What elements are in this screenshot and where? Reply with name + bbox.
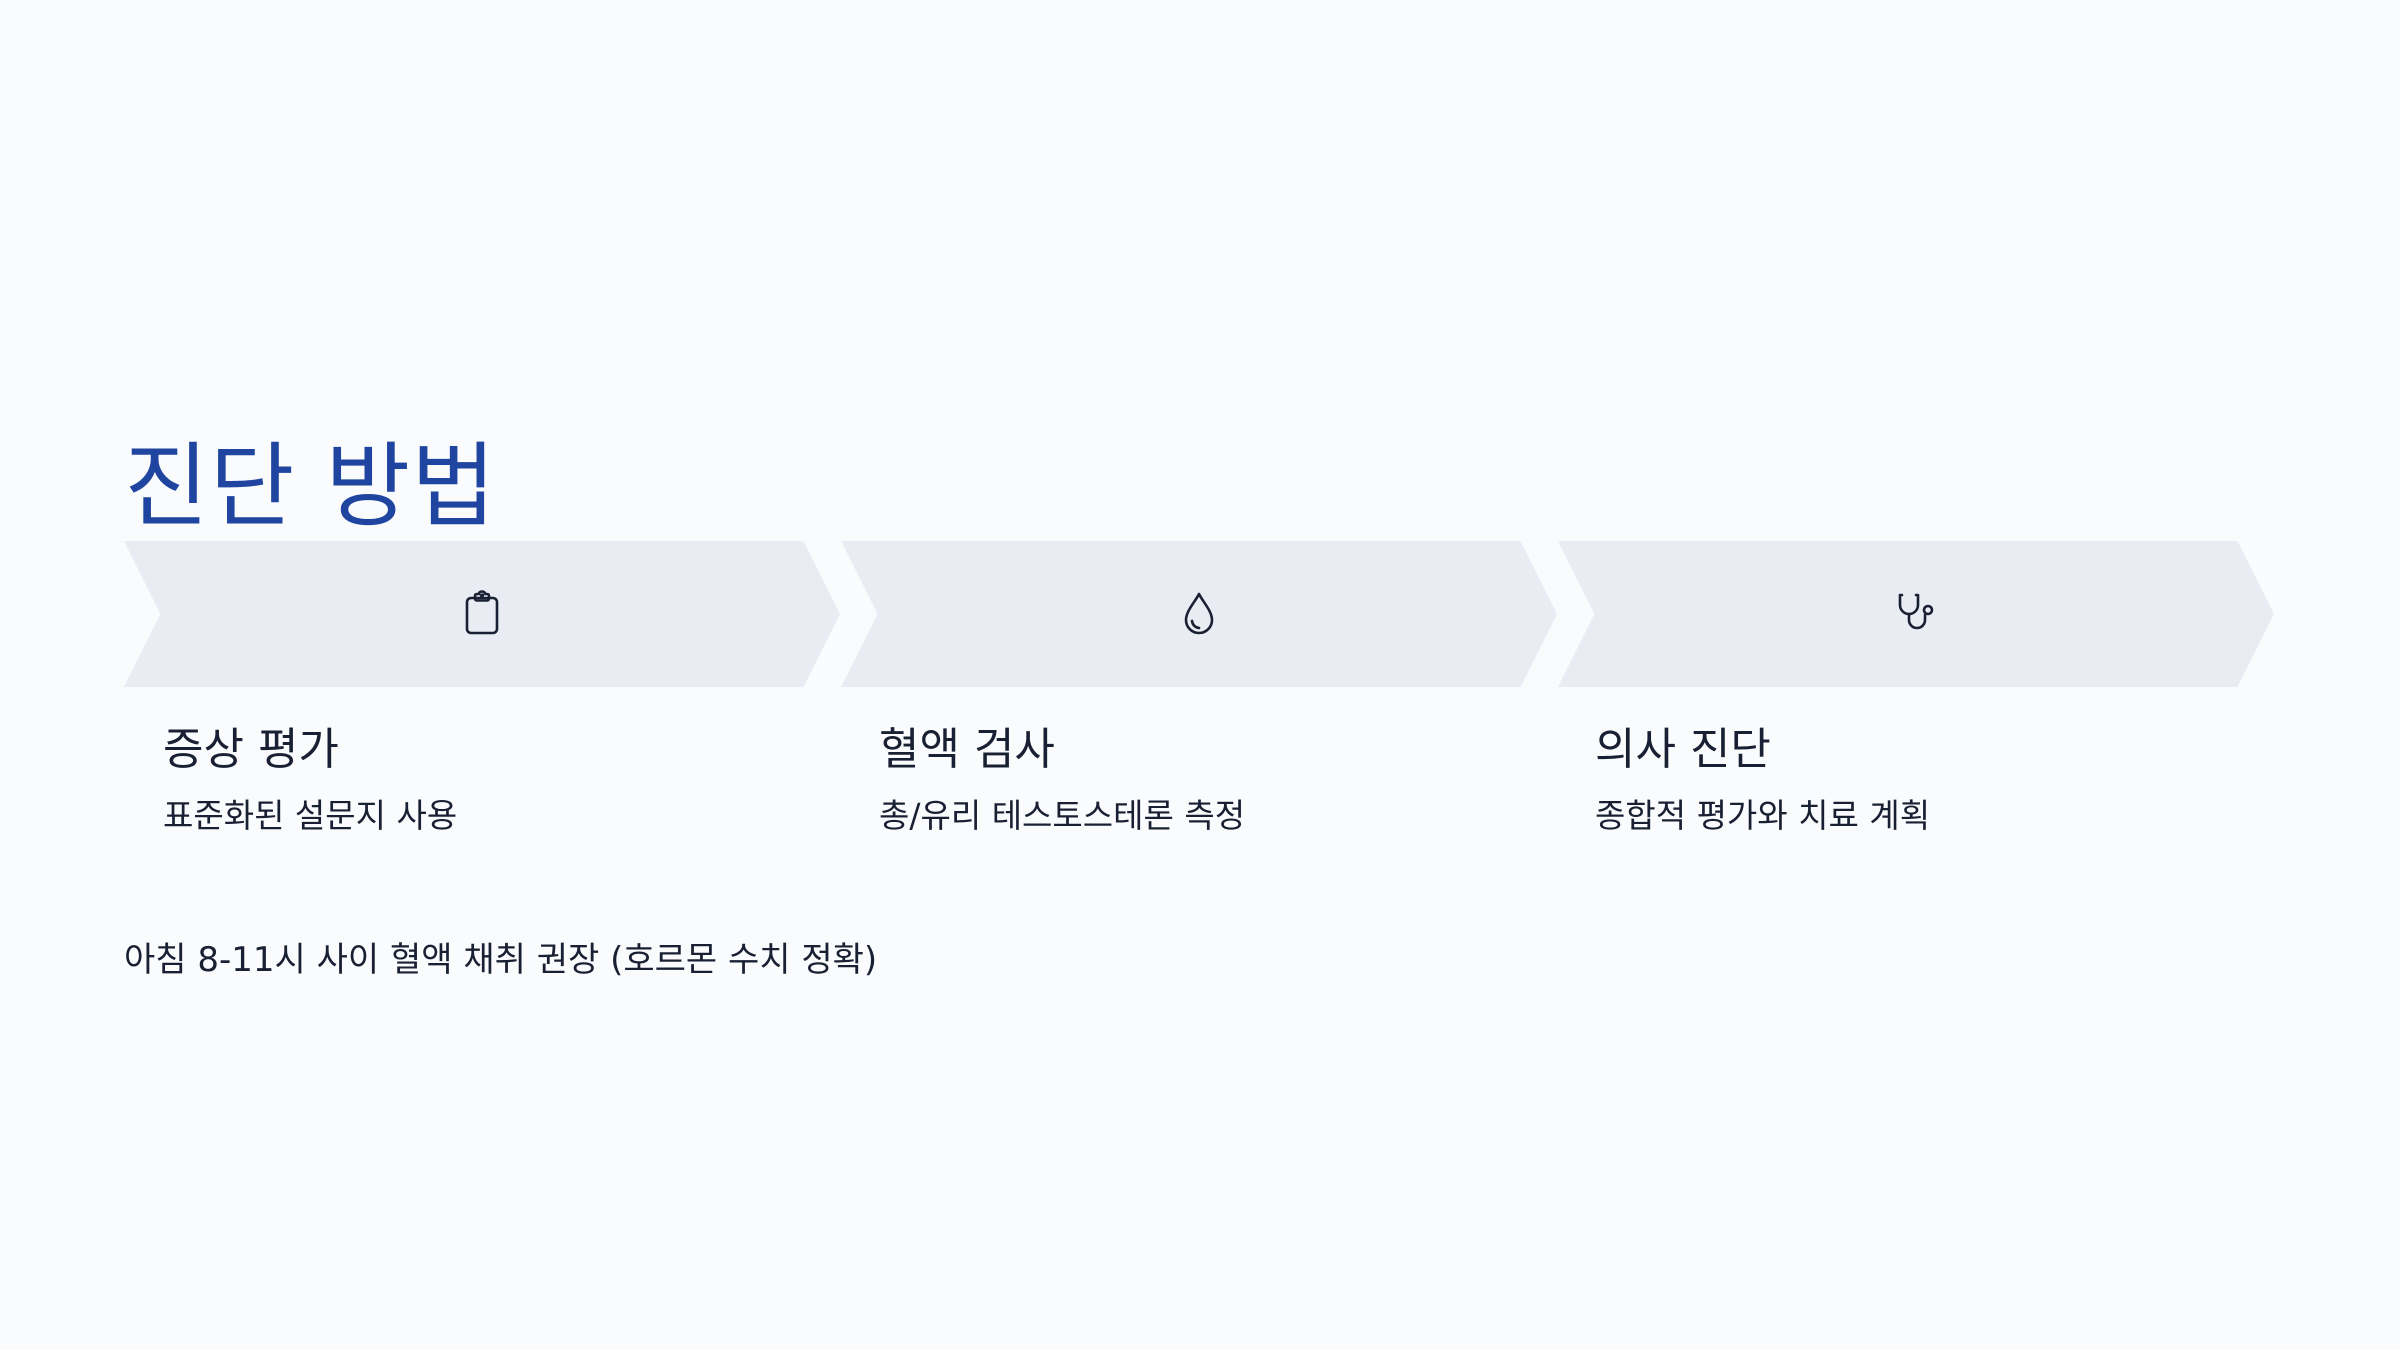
clipboard-icon	[458, 590, 506, 638]
step-chevron-symptoms	[124, 541, 840, 687]
step-description: 표준화된 설문지 사용	[163, 796, 458, 835]
step-chevron-blood-test	[841, 541, 1557, 687]
step-symptoms: 증상 평가 표준화된 설문지 사용	[163, 720, 843, 839]
step-description: 종합적 평가와 치료 계획	[1595, 796, 1931, 835]
stethoscope-icon	[1892, 590, 1940, 638]
step-diagnosis: 의사 진단 종합적 평가와 치료 계획	[1595, 720, 2275, 839]
process-steps	[124, 541, 2274, 687]
step-title: 증상 평가	[163, 724, 339, 775]
page-title: 진단 방법	[124, 432, 497, 540]
step-blood-test: 혈액 검사 총/유리 테스토스테론 측정	[879, 720, 1559, 839]
footnote: 아침 8-11시 사이 혈액 채취 권장 (호르몬 수치 정확)	[124, 940, 878, 980]
step-chevron-diagnosis	[1558, 541, 2274, 687]
step-title: 의사 진단	[1595, 724, 1771, 775]
step-title: 혈액 검사	[879, 724, 1055, 775]
blood-drop-icon	[1175, 590, 1223, 638]
step-description: 총/유리 테스토스테론 측정	[879, 796, 1246, 835]
